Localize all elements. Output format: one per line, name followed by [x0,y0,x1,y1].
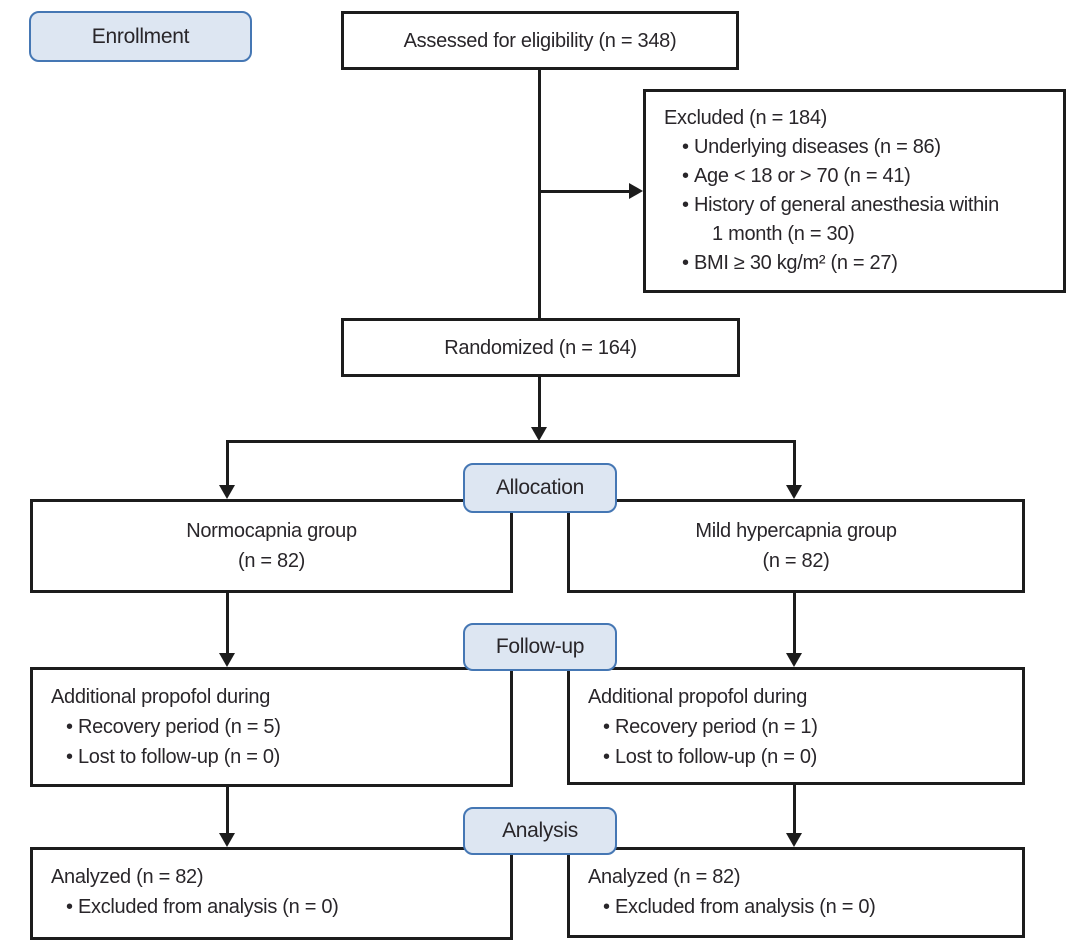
normocapnia-group-name: Normocapnia group [186,520,357,542]
followup-right-item: Lost to follow-up (n = 0) [603,742,1014,772]
hypercapnia-group-n: (n = 82) [762,550,830,572]
followup-left-item: Lost to follow-up (n = 0) [66,742,502,772]
arrowhead-into-analysis-right [786,833,802,847]
hypercapnia-group-name: Mild hypercapnia group [695,520,897,542]
arrowhead-into-excluded [629,183,643,199]
randomized-box: Randomized (n = 164) [341,318,740,377]
analysis-right-box: Analyzed (n = 82) Excluded from analysis… [567,847,1025,938]
analysis-right-title: Analyzed (n = 82) [588,866,741,888]
followup-left-box: Additional propofol during Recovery peri… [30,667,513,787]
normocapnia-group-box: Normocapnia group (n = 82) [30,499,513,593]
line-followup-to-analysis-right [793,785,796,834]
stage-label-allocation-text: Allocation [495,476,585,499]
arrowhead-into-normocapnia [219,485,235,499]
analysis-right-item: Excluded from analysis (n = 0) [603,892,1014,922]
line-allocation-branch [226,440,796,443]
assessed-eligibility-box: Assessed for eligibility (n = 348) [341,11,739,70]
line-branch-to-normocapnia [226,440,229,486]
excluded-title: Excluded (n = 184) [664,107,828,129]
stage-label-analysis-text: Analysis [502,819,578,842]
line-branch-to-hypercapnia [793,440,796,486]
stage-label-allocation: Allocation [463,463,617,513]
stage-label-followup: Follow-up [463,623,617,671]
followup-left-item: Recovery period (n = 5) [66,712,502,742]
excluded-item: Age < 18 or > 70 (n = 41) [682,162,1055,191]
followup-left-title: Additional propofol during [51,686,271,708]
excluded-box: Excluded (n = 184) Underlying diseases (… [643,89,1066,293]
stage-label-followup-text: Follow-up [495,635,585,658]
line-eligibility-to-randomized [538,69,541,318]
arrowhead-into-analysis-left [219,833,235,847]
arrowhead-into-branch [531,427,547,441]
stage-label-analysis: Analysis [463,807,617,855]
stage-label-enrollment-text: Enrollment [91,24,190,48]
followup-right-item: Recovery period (n = 1) [603,712,1014,742]
analysis-left-item: Excluded from analysis (n = 0) [66,892,502,922]
excluded-item-continuation: 1 month (n = 30) [712,223,855,245]
excluded-item: History of general anesthesia within [682,191,1055,220]
excluded-item: BMI ≥ 30 kg/m² (n = 27) [682,249,1055,278]
line-normocapnia-to-followup [226,593,229,654]
followup-right-box: Additional propofol during Recovery peri… [567,667,1025,785]
stage-label-enrollment: Enrollment [29,11,252,62]
followup-right-title: Additional propofol during [588,686,808,708]
hypercapnia-group-box: Mild hypercapnia group (n = 82) [567,499,1025,593]
line-hypercapnia-to-followup [793,593,796,654]
line-followup-to-analysis-left [226,787,229,834]
analysis-left-box: Analyzed (n = 82) Excluded from analysis… [30,847,513,940]
arrowhead-into-followup-left [219,653,235,667]
excluded-item: Underlying diseases (n = 86) [682,133,1055,162]
randomized-text: Randomized (n = 164) [444,336,637,359]
analysis-left-title: Analyzed (n = 82) [51,866,204,888]
arrowhead-into-followup-right [786,653,802,667]
assessed-eligibility-text: Assessed for eligibility (n = 348) [403,29,677,52]
line-to-excluded [538,190,630,193]
arrowhead-into-hypercapnia [786,485,802,499]
normocapnia-group-n: (n = 82) [237,550,306,572]
line-randomized-to-branch [538,377,541,428]
